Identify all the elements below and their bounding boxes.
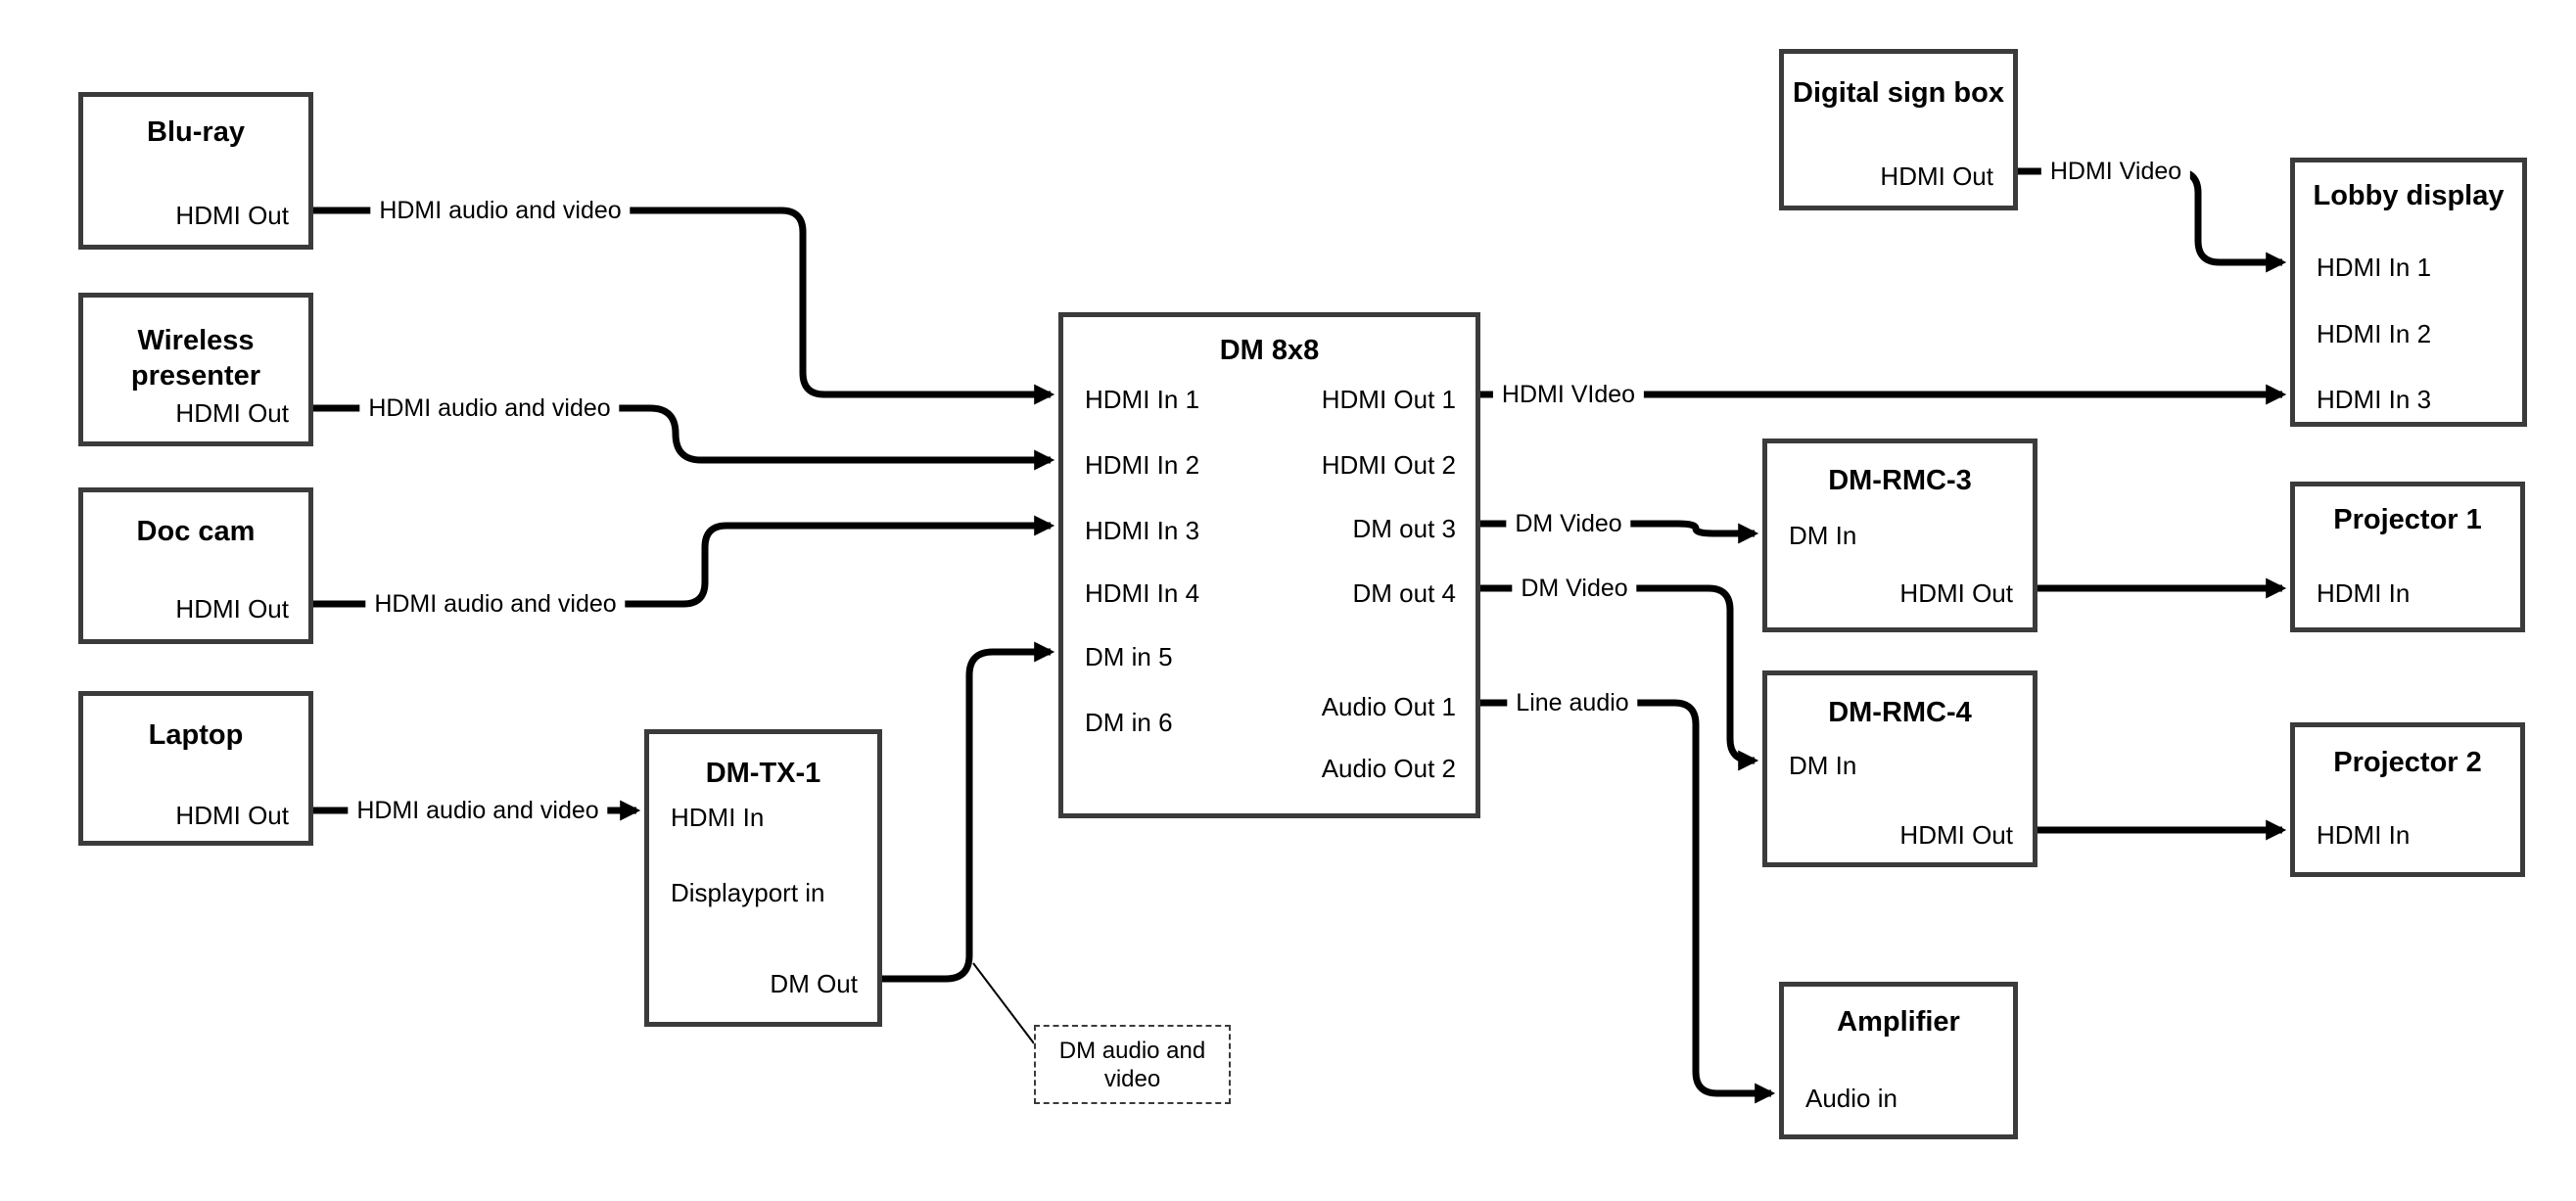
annotation-text: DM audio and video <box>1058 1037 1206 1092</box>
wire-dm8x8-out4-to-rmc4 <box>1480 584 1759 771</box>
port-hdmi-out-1: HDMI Out 1 <box>1321 385 1456 414</box>
port-hdmi-in-4: HDMI In 4 <box>1085 578 1200 608</box>
node-projector-1: Projector 1 HDMI In <box>2290 482 2525 632</box>
port-dm-in-6: DM in 6 <box>1085 708 1173 737</box>
wire-wireless-to-dm8x8-in2 <box>312 404 1055 471</box>
node-projector-2: Projector 2 HDMI In <box>2290 722 2525 877</box>
node-bluray: Blu-ray HDMI Out <box>78 92 313 250</box>
port-dm-in: DM In <box>1789 521 1857 550</box>
node-title: Digital sign box <box>1793 77 2004 109</box>
note-leader-line <box>972 962 1035 1044</box>
node-title: DM-RMC-3 <box>1828 465 1972 496</box>
wire-label-laptop: HDMI audio and video <box>348 796 608 825</box>
port-hdmi-in: HDMI In <box>671 803 765 832</box>
node-digital-sign-box: Digital sign box HDMI Out <box>1779 49 2018 210</box>
port-hdmi-out: HDMI Out <box>1899 578 2013 608</box>
port-displayport-in: Displayport in <box>671 878 825 907</box>
wire-label-dm-video-out3: DM Video <box>1506 509 1631 538</box>
node-title: Laptop <box>148 719 244 751</box>
wire-dm8x8-audio1-to-amplifier <box>1480 699 1776 1104</box>
port-dm-out-4: DM out 4 <box>1352 578 1457 608</box>
annotation-dm-audio-and-video: DM audio and video <box>1034 1025 1231 1104</box>
port-hdmi-out: HDMI Out <box>175 398 289 428</box>
wire-label-dm-video-out4: DM Video <box>1512 574 1637 603</box>
node-dm-8x8: DM 8x8 HDMI In 1 HDMI In 2 HDMI In 3 HDM… <box>1058 312 1480 818</box>
node-wireless-presenter: Wireless presenter HDMI Out <box>78 293 313 446</box>
wire-label-hdmi-video-out1: HDMI VIdeo <box>1492 380 1645 409</box>
node-lobby-display: Lobby display HDMI In 1 HDMI In 2 HDMI I… <box>2290 158 2527 427</box>
port-hdmi-in-3: HDMI In 3 <box>2317 385 2432 414</box>
port-hdmi-in-1: HDMI In 1 <box>2317 253 2432 282</box>
node-dm-rmc-3: DM-RMC-3 DM In HDMI Out <box>1762 439 2037 632</box>
wire-bluray-to-dm8x8-in1 <box>312 207 1055 405</box>
wire-label-wireless: HDMI audio and video <box>359 393 620 423</box>
node-title: Blu-ray <box>147 116 245 148</box>
node-amplifier: Amplifier Audio in <box>1779 982 2018 1139</box>
port-hdmi-in-2: HDMI In 2 <box>2317 319 2432 348</box>
node-title: Projector 1 <box>2333 504 2482 535</box>
port-hdmi-out: HDMI Out <box>175 594 289 624</box>
port-dm-in: DM In <box>1789 751 1857 780</box>
wire-dmtx1-to-dm8x8-in5 <box>882 641 1055 983</box>
port-hdmi-out: HDMI Out <box>1899 820 2013 850</box>
node-doc-cam: Doc cam HDMI Out <box>78 487 313 644</box>
node-title: DM-TX-1 <box>705 758 821 789</box>
node-laptop: Laptop HDMI Out <box>78 691 313 846</box>
port-hdmi-out: HDMI Out <box>175 801 289 830</box>
node-title: Amplifier <box>1837 1006 1960 1038</box>
wire-dm8x8-out3-to-rmc3 <box>1480 520 1759 544</box>
port-hdmi-in-2: HDMI In 2 <box>1085 450 1200 480</box>
wire-label-hdmi-video-digitalsign: HDMI Video <box>2040 157 2191 186</box>
port-hdmi-in-1: HDMI In 1 <box>1085 385 1200 414</box>
wire-label-doccam: HDMI audio and video <box>365 589 626 619</box>
port-hdmi-out: HDMI Out <box>1880 162 1993 191</box>
port-audio-out-1: Audio Out 1 <box>1321 692 1456 721</box>
port-dm-out-3: DM out 3 <box>1352 514 1457 543</box>
port-dm-out: DM Out <box>770 969 858 998</box>
node-title: DM 8x8 <box>1219 335 1320 366</box>
port-dm-in-5: DM in 5 <box>1085 642 1173 671</box>
wire-label-line-audio: Line audio <box>1507 688 1638 717</box>
node-title: Lobby display <box>2313 180 2505 211</box>
port-audio-in: Audio in <box>1805 1084 1897 1113</box>
port-hdmi-out: HDMI Out <box>175 201 289 230</box>
node-title: Doc cam <box>136 516 256 547</box>
port-hdmi-in: HDMI In <box>2317 820 2411 850</box>
node-title: Projector 2 <box>2333 747 2482 778</box>
wire-doccam-to-dm8x8-in3 <box>312 515 1055 608</box>
node-title: DM-RMC-4 <box>1828 697 1972 728</box>
port-hdmi-out-2: HDMI Out 2 <box>1321 450 1456 480</box>
port-hdmi-in-3: HDMI In 3 <box>1085 516 1200 545</box>
port-audio-out-2: Audio Out 2 <box>1321 754 1456 783</box>
node-title: Wireless presenter <box>130 325 261 392</box>
node-dm-tx-1: DM-TX-1 HDMI In Displayport in DM Out <box>644 729 882 1027</box>
wire-label-bluray: HDMI audio and video <box>370 196 631 225</box>
port-hdmi-in: HDMI In <box>2317 578 2411 608</box>
node-dm-rmc-4: DM-RMC-4 DM In HDMI Out <box>1762 670 2037 867</box>
